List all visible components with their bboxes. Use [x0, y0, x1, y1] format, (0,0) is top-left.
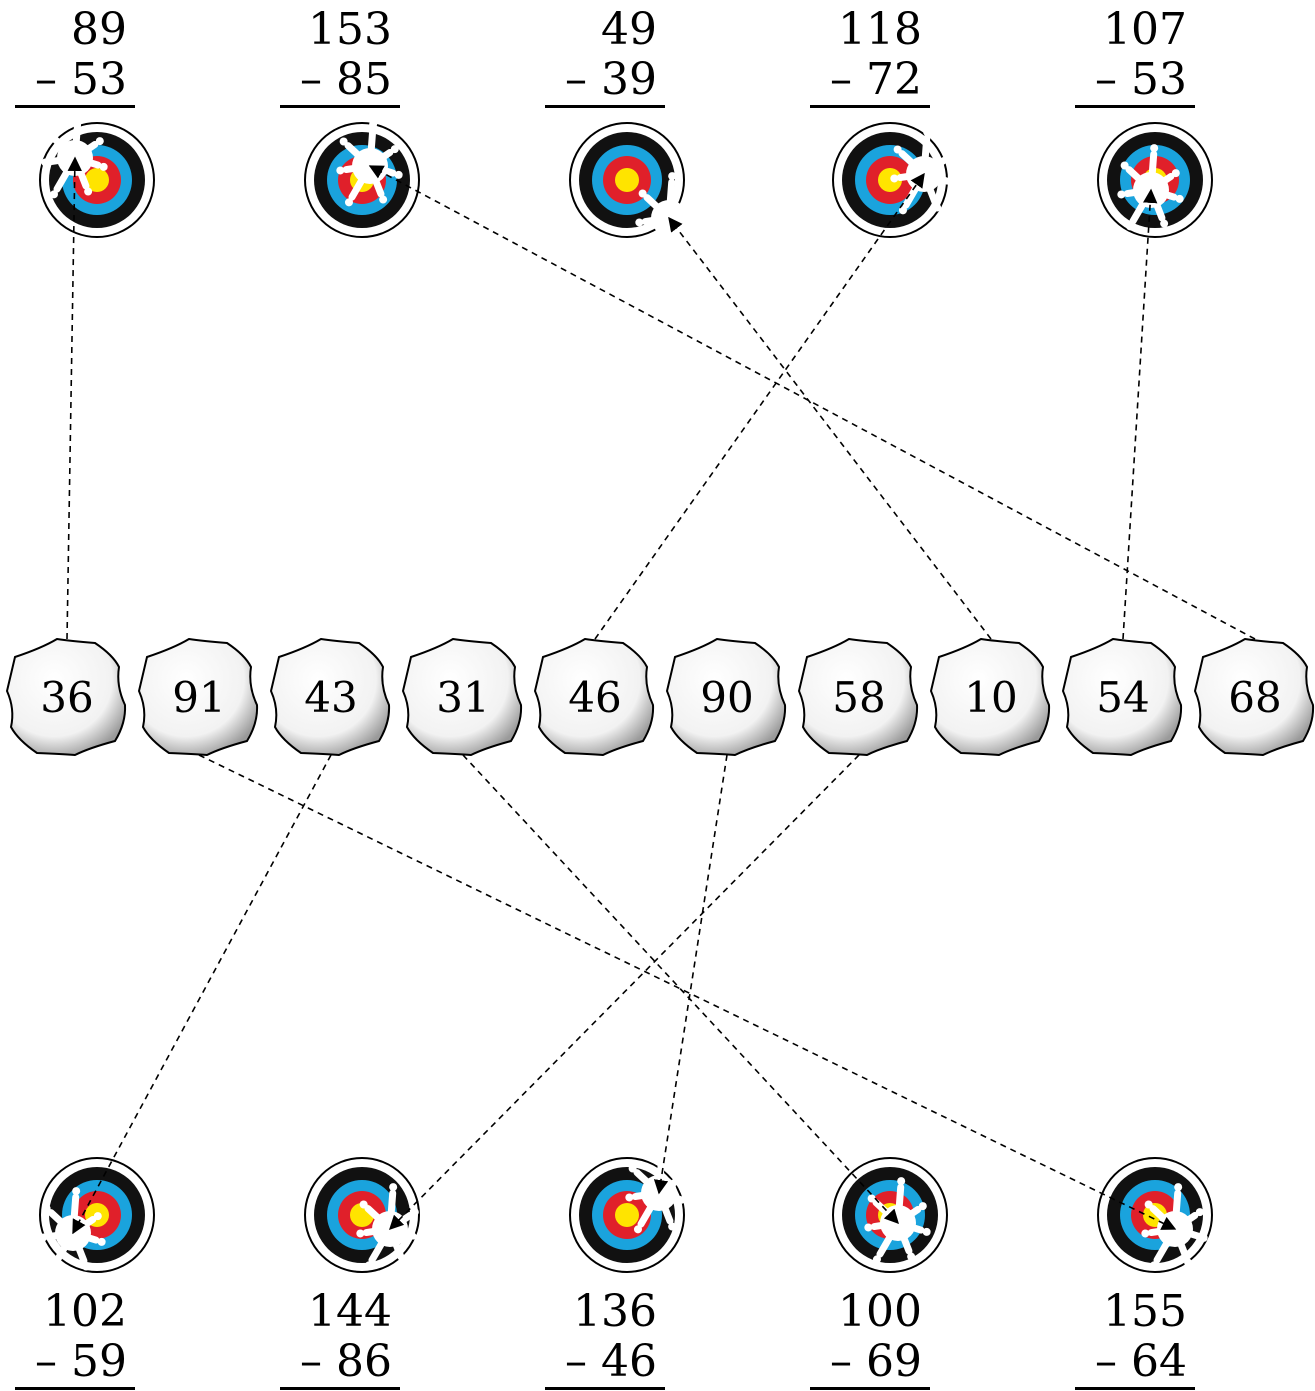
answer-link-36: [66, 156, 82, 640]
top-problem-3: 49 – 39: [545, 5, 665, 108]
answer-stone: 43: [269, 637, 391, 757]
answer-stone-label: 91: [172, 673, 225, 722]
answer-stone: 58: [797, 637, 919, 757]
target-icon-bottom-5: [1097, 1157, 1213, 1273]
subtrahend: – 39: [545, 55, 665, 108]
answer-stone: 90: [665, 637, 787, 757]
subtrahend: – 53: [15, 55, 135, 108]
top-problem-1: 89 – 53: [15, 5, 135, 108]
minuend: 155: [1103, 1286, 1187, 1337]
answer-stone-label: 36: [40, 673, 93, 722]
answer-stone: 36: [5, 637, 127, 757]
minuend: 153: [308, 4, 392, 55]
target-icon-top-4: [832, 122, 957, 238]
minuend: 102: [43, 1286, 127, 1337]
bottom-problem-3: 136 – 46: [545, 1287, 665, 1390]
subtrahend: – 69: [810, 1337, 930, 1390]
answer-stone: 91: [137, 637, 259, 757]
minuend: 118: [838, 4, 922, 55]
minuend: 144: [308, 1286, 392, 1337]
subtrahend: – 64: [1075, 1337, 1195, 1390]
answer-link-90: [653, 754, 728, 1195]
answer-link-68: [368, 165, 1256, 640]
answer-stone: 68: [1193, 637, 1315, 757]
answer-stone-label: 90: [700, 673, 753, 722]
top-problem-2: 153 – 85: [280, 5, 400, 108]
subtrahend: – 59: [15, 1337, 135, 1390]
subtrahend: – 72: [810, 55, 930, 108]
minuend: 136: [573, 1286, 657, 1337]
subtrahend: – 85: [280, 55, 400, 108]
target-icon-bottom-2: [304, 1157, 423, 1273]
answer-stone-label: 31: [436, 673, 489, 722]
answer-stone-label: 68: [1228, 673, 1281, 722]
answer-link-54: [1122, 188, 1158, 640]
target-icon-top-2: [304, 120, 420, 238]
target-icon-top-5: [1097, 122, 1213, 238]
bottom-problem-5: 155 – 64: [1075, 1287, 1195, 1390]
answer-stone: 10: [929, 637, 1051, 757]
target-icon-bottom-3: [569, 1147, 692, 1273]
answer-stone-label: 54: [1096, 673, 1149, 722]
answer-stone-label: 10: [964, 673, 1017, 722]
answer-stone-label: 43: [304, 673, 357, 722]
answer-link-91: [198, 754, 1177, 1230]
answer-stone: 46: [533, 637, 655, 757]
bottom-problem-4: 100 – 69: [810, 1287, 930, 1390]
answer-link-10: [668, 216, 992, 640]
answer-link-58: [388, 754, 860, 1231]
target-icon-bottom-1: [39, 1157, 155, 1274]
answer-link-43: [72, 754, 332, 1235]
answer-stone: 54: [1061, 637, 1183, 757]
minuend: 89: [71, 4, 127, 55]
minuend: 49: [601, 4, 657, 55]
bottom-problem-1: 102 – 59: [15, 1287, 135, 1390]
subtrahend: – 86: [280, 1337, 400, 1390]
subtrahend: – 46: [545, 1337, 665, 1390]
target-icon-top-1: [39, 112, 155, 238]
answer-link-46: [594, 172, 925, 640]
subtrahend: – 53: [1075, 55, 1195, 108]
answer-link-31: [462, 754, 899, 1225]
target-icon-top-3: [569, 122, 702, 259]
minuend: 100: [838, 1286, 922, 1337]
answer-stone-label: 58: [832, 673, 885, 722]
top-problem-5: 107 – 53: [1075, 5, 1195, 108]
answer-stone-label: 46: [568, 673, 621, 722]
bottom-problem-2: 144 – 86: [280, 1287, 400, 1390]
top-problem-4: 118 – 72: [810, 5, 930, 108]
answer-stone: 31: [401, 637, 523, 757]
minuend: 107: [1103, 4, 1187, 55]
